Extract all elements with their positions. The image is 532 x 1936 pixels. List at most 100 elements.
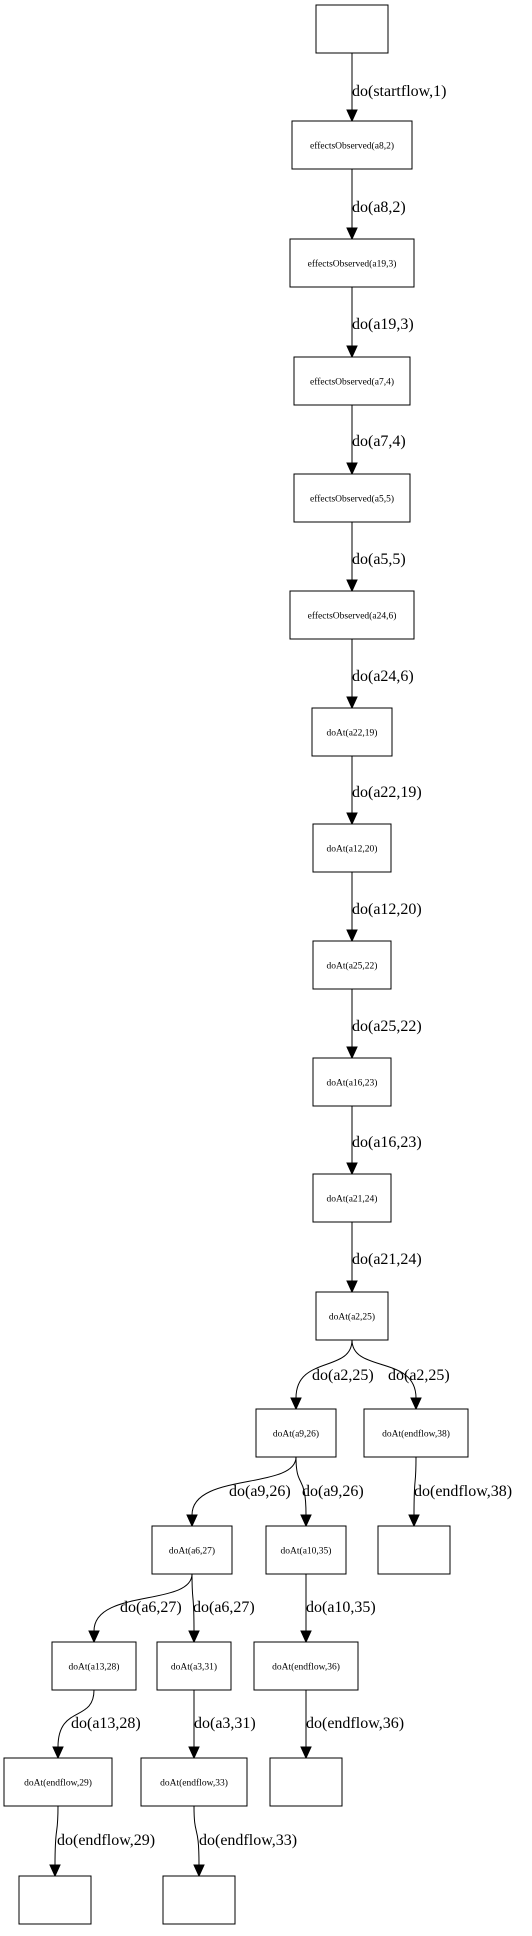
edge: do(a24,6) <box>346 639 414 710</box>
edge-line <box>351 1339 417 1399</box>
edge-label: do(endflow,38) <box>414 1483 512 1500</box>
node-box <box>51 1641 137 1691</box>
arrowhead <box>188 1746 200 1760</box>
edges-layer: do(startflow,1)do(a8,2)do(a19,3)do(a7,4)… <box>49 53 512 1878</box>
arrowhead <box>188 1630 200 1644</box>
graph-node: effectsObserved(a8,2) <box>291 120 413 170</box>
arrowhead <box>346 929 358 943</box>
graph-node <box>18 1875 92 1925</box>
edge-label: do(a2,25) <box>388 1367 450 1384</box>
arrowhead <box>346 812 358 826</box>
graph-node: doAt(a3,31) <box>156 1641 232 1691</box>
edge: do(a16,23) <box>346 1106 422 1176</box>
node-label: effectsObserved(a5,5) <box>310 494 394 505</box>
node-box <box>269 1757 343 1807</box>
arrowhead <box>300 1630 312 1644</box>
node-label: doAt(endflow,29) <box>24 1778 92 1789</box>
edge: do(a6,27) <box>88 1573 193 1644</box>
edge-label: do(a21,24) <box>352 1251 422 1268</box>
node-box <box>311 707 393 757</box>
node-box <box>315 4 389 54</box>
graph-node: effectsObserved(a5,5) <box>293 473 411 523</box>
graph-node: doAt(a12,20) <box>312 823 392 873</box>
edge: do(a19,3) <box>346 287 414 359</box>
arrowhead <box>346 345 358 359</box>
node-label: doAt(a3,31) <box>171 1662 217 1673</box>
node-box <box>253 1641 359 1691</box>
node-label: effectsObserved(a24,6) <box>308 611 397 622</box>
arrowhead <box>346 462 358 476</box>
edge-line <box>54 1805 59 1866</box>
edge-label: do(a6,27) <box>193 1599 255 1616</box>
node-label: doAt(a12,20) <box>327 844 378 855</box>
edge: do(a13,28) <box>52 1689 141 1760</box>
edge-label: do(startflow,1) <box>352 83 447 100</box>
graph-node: doAt(endflow,38) <box>363 1408 469 1458</box>
edge-label: do(a9,26) <box>302 1483 364 1500</box>
arrowhead <box>300 1514 312 1528</box>
node-label: doAt(a9,26) <box>273 1429 319 1440</box>
node-label: effectsObserved(a19,3) <box>308 259 397 270</box>
arrowhead <box>346 579 358 593</box>
edge: do(a5,5) <box>346 522 406 593</box>
edge: do(a21,24) <box>346 1222 422 1294</box>
node-label: effectsObserved(a7,4) <box>310 377 394 388</box>
edge-label: do(a9,26) <box>229 1483 291 1500</box>
edge-label: do(a13,28) <box>71 1715 141 1732</box>
edge-label: do(a19,3) <box>352 316 414 333</box>
arrowhead <box>346 1280 358 1294</box>
node-label: doAt(a25,22) <box>327 961 378 972</box>
graph-node: doAt(endflow,36) <box>253 1641 359 1691</box>
node-box <box>151 1525 233 1575</box>
edge-label: do(a16,23) <box>352 1134 422 1151</box>
graph-node <box>377 1525 451 1575</box>
node-label: doAt(endflow,38) <box>382 1429 450 1440</box>
edge-label: do(a10,35) <box>306 1599 376 1616</box>
nodes-layer: effectsObserved(a8,2) effectsObserved(a19… <box>3 4 469 1925</box>
edge-line <box>295 1339 353 1399</box>
node-box <box>312 1057 392 1107</box>
node-box <box>156 1641 232 1691</box>
arrowhead <box>346 696 358 710</box>
edge: do(a2,25) <box>290 1339 374 1411</box>
graph-node <box>269 1757 343 1807</box>
edge-label: do(a25,22) <box>352 1018 422 1035</box>
node-box <box>291 120 413 170</box>
edge-line <box>93 1573 193 1632</box>
edge: do(startflow,1) <box>346 53 447 123</box>
edge-line <box>191 1573 195 1632</box>
edge-line <box>413 1456 417 1516</box>
edge-label: do(a3,31) <box>194 1715 256 1732</box>
node-label: doAt(a16,23) <box>327 1078 378 1089</box>
node-label: doAt(endflow,33) <box>160 1778 228 1789</box>
node-box <box>289 590 415 640</box>
edge-label: do(a22,19) <box>352 784 422 801</box>
edge: do(endflow,29) <box>49 1805 155 1878</box>
arrowhead <box>408 1514 420 1528</box>
arrowhead <box>346 227 358 241</box>
arrowhead <box>346 109 358 123</box>
edge: do(endflow,33) <box>193 1805 297 1878</box>
graph-node: doAt(a10,35) <box>265 1525 347 1575</box>
arrowhead <box>88 1630 100 1644</box>
graph-node: doAt(endflow,29) <box>3 1757 113 1807</box>
edge-line <box>193 1805 200 1866</box>
edge-label: do(a8,2) <box>352 199 406 216</box>
edge: do(a25,22) <box>346 989 422 1060</box>
node-box <box>377 1525 451 1575</box>
node-label: doAt(endflow,36) <box>272 1662 340 1673</box>
graph-node: effectsObserved(a7,4) <box>293 356 411 406</box>
node-label: doAt(a6,27) <box>169 1546 215 1557</box>
edge: do(a6,27) <box>188 1573 255 1644</box>
edge-label: do(endflow,33) <box>199 1832 297 1849</box>
edge: do(a9,26) <box>186 1456 297 1528</box>
edge-line <box>191 1456 297 1516</box>
node-label: doAt(a13,28) <box>69 1662 120 1673</box>
edge-label: do(a6,27) <box>120 1599 182 1616</box>
edge: do(endflow,38) <box>408 1456 512 1528</box>
node-box <box>293 473 411 523</box>
graph-node <box>315 4 389 54</box>
edge: do(a12,20) <box>346 872 422 943</box>
graph-node: doAt(endflow,33) <box>140 1757 248 1807</box>
node-box <box>3 1757 113 1807</box>
